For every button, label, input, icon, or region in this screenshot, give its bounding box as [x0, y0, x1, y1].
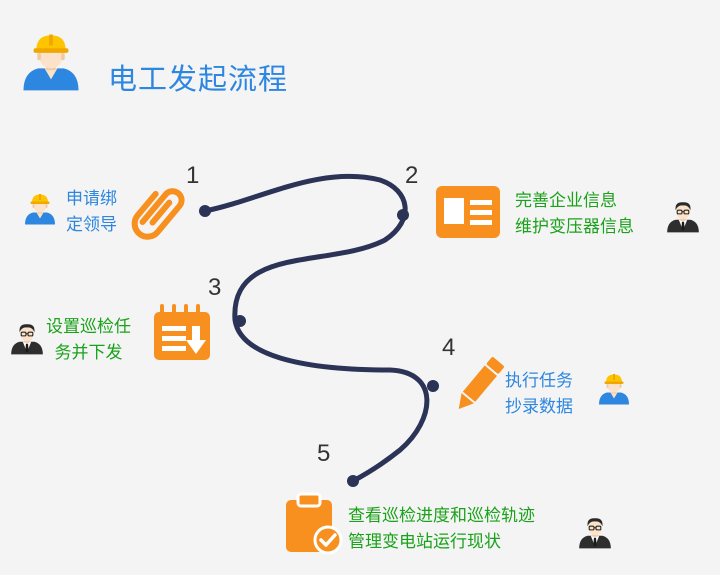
step2-label-line2: 维护变压器信息 [515, 217, 634, 237]
task-list-icon [152, 302, 214, 364]
step-number-3: 3 [208, 274, 222, 301]
step3-label: 设置巡检任 务并下发 [46, 314, 131, 366]
step2-manager-avatar [664, 196, 702, 236]
page-title: 电工发起流程 [108, 62, 289, 96]
step1-worker-avatar [22, 190, 58, 228]
step2-label-line1: 完善企业信息 [515, 191, 617, 211]
step5-label: 查看巡检进度和巡检轨迹 管理变电站运行现状 [348, 503, 535, 555]
path-node-2 [397, 209, 409, 221]
pencil-icon [450, 356, 506, 416]
step1-label-line2: 定领导 [66, 215, 117, 235]
step3-label-line2: 务并下发 [54, 343, 123, 363]
clipboard-check-icon [284, 492, 344, 554]
path-node-3 [234, 315, 246, 327]
step2-label: 完善企业信息 维护变压器信息 [515, 188, 634, 240]
step4-label-line2: 抄录数据 [505, 397, 573, 417]
step1-label-line1: 申请绑 [66, 189, 117, 209]
path-node-1 [199, 205, 211, 217]
step3-manager-avatar [8, 318, 46, 358]
step-number-4: 4 [442, 334, 456, 361]
step5-label-line2: 管理变电站运行现状 [348, 532, 501, 552]
step3-label-line1: 设置巡检任 [46, 317, 131, 337]
paperclip-icon [130, 182, 192, 246]
business-card-icon [436, 186, 500, 238]
path-node-4 [427, 380, 439, 392]
step4-label: 执行任务 抄录数据 [505, 368, 573, 420]
step-number-2: 2 [405, 162, 419, 189]
step5-label-line1: 查看巡检进度和巡检轨迹 [348, 506, 535, 526]
step5-manager-avatar [576, 512, 614, 552]
path-node-5 [347, 475, 359, 487]
step-number-5: 5 [317, 440, 331, 467]
step4-label-line1: 执行任务 [505, 371, 573, 391]
step1-label: 申请绑 定领导 [66, 186, 117, 238]
step-number-1: 1 [186, 162, 200, 189]
step4-worker-avatar [596, 370, 632, 408]
